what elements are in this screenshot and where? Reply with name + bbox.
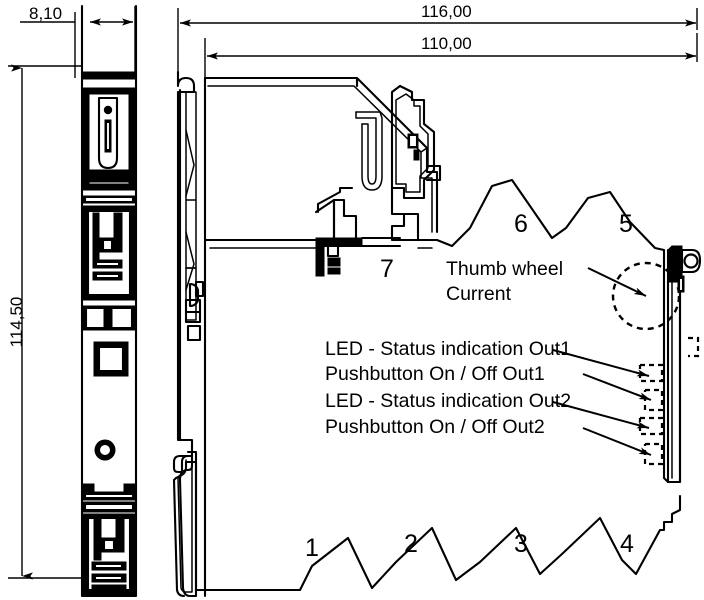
marker-led-out2 <box>638 416 664 436</box>
dimension-label-116-00: 116,00 <box>421 2 472 21</box>
leader-led-out2 <box>552 401 650 429</box>
callout-label-5: 5 <box>619 210 633 238</box>
dimension-110-00 <box>204 33 698 80</box>
leader-lines <box>552 267 652 456</box>
dimension-116-00 <box>177 8 698 72</box>
housing-bottom-foot <box>172 450 198 598</box>
marker-led-out1 <box>638 363 664 383</box>
label-thumb-wheel-line2: Current <box>446 283 512 305</box>
callout-label-6: 6 <box>514 210 528 238</box>
label-thumb-wheel-line1: Thumb wheel <box>446 258 563 280</box>
label-led-out1: LED - Status indication Out1 <box>325 338 571 360</box>
label-pushbutton-out2: Pushbutton On / Off Out2 <box>325 416 545 438</box>
spring-clamp-mechanism <box>314 84 436 244</box>
dimension-label-110-00: 110,00 <box>421 34 472 53</box>
dimension-label-114-50: 114,50 <box>7 297 26 348</box>
front-plate <box>662 245 702 484</box>
thumb-wheel-circle <box>611 261 681 331</box>
label-pushbutton-out1: Pushbutton On / Off Out1 <box>325 363 545 385</box>
callout-label-4: 4 <box>620 530 634 558</box>
label-led-out2: LED - Status indication Out2 <box>325 390 571 412</box>
din-rail-latch <box>184 280 205 342</box>
marker-pushbutton-out2 <box>643 442 664 466</box>
break-line-upper <box>435 178 666 252</box>
terminal-connector-7 <box>315 236 402 277</box>
leader-led-out1 <box>552 349 650 377</box>
callout-label-2: 2 <box>404 530 418 558</box>
leader-pushbutton-out1 <box>582 373 652 401</box>
housing-inner-cavity <box>203 238 439 249</box>
side-view-profile <box>80 4 138 598</box>
leader-pushbutton-out2 <box>582 427 652 456</box>
led-pushbutton-markers <box>638 363 664 466</box>
break-line-lower <box>203 494 682 592</box>
marker-pushbutton-out1 <box>643 388 664 412</box>
housing-cover-top <box>203 76 439 234</box>
callout-label-1: 1 <box>305 534 319 562</box>
leader-thumb-wheel <box>587 267 647 297</box>
dimension-label-8-10: 8,10 <box>29 4 62 23</box>
callout-label-7: 7 <box>380 255 394 283</box>
callout-label-3: 3 <box>514 530 528 558</box>
dimension-114-50 <box>8 64 82 580</box>
